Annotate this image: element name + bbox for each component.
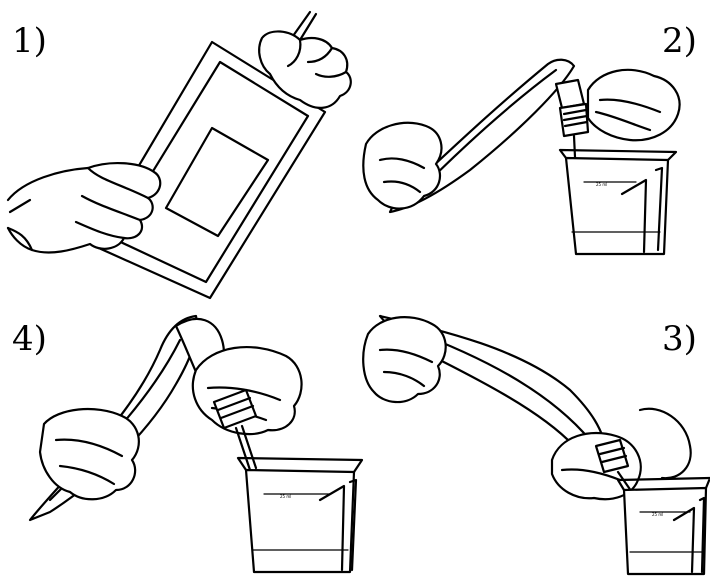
panel-4-squeeze-down: 25 ml bbox=[30, 316, 362, 572]
panel-1-sachet bbox=[8, 12, 351, 298]
panel-3-drain: 25 ml bbox=[363, 316, 710, 574]
cup-marking-4: 25 ml bbox=[280, 494, 291, 499]
cup-marking-3: 25 ml bbox=[652, 512, 663, 517]
step-4-label: 4) bbox=[12, 322, 47, 356]
panel-2-pour: 25 ml bbox=[363, 60, 679, 254]
step-3-label: 3) bbox=[662, 322, 697, 356]
hand-3-left bbox=[363, 317, 446, 402]
cup-marking-2: 25 ml bbox=[596, 182, 607, 187]
nozzle-2 bbox=[556, 80, 584, 108]
measuring-cup-2 bbox=[566, 158, 668, 254]
measuring-cup-4 bbox=[246, 470, 354, 572]
hand-4-left bbox=[40, 409, 139, 499]
step-2-label: 2) bbox=[662, 24, 697, 58]
hand-2-right bbox=[588, 70, 680, 140]
step-1-label: 1) bbox=[12, 24, 47, 58]
